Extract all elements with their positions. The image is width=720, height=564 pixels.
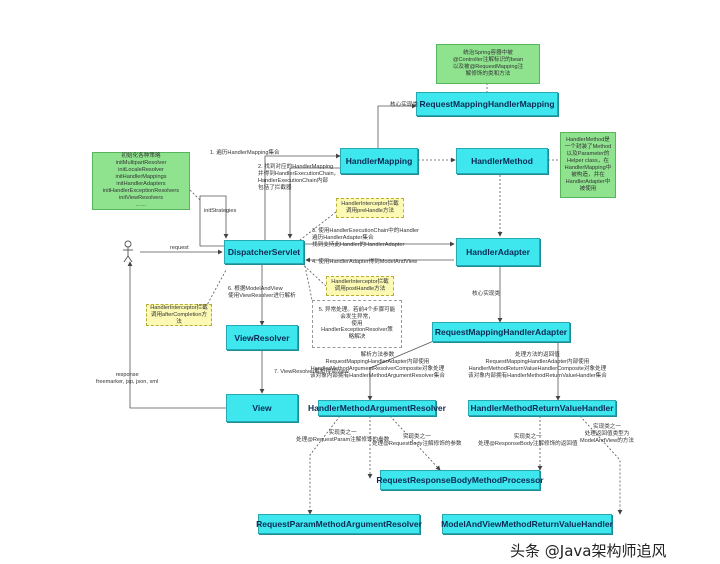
label-impl-body-arg: 实现类之一 处理@RequestBody注解修饰的参数: [372, 434, 462, 447]
handler-method-return-value-handler-box: HandlerMethodReturnValueHandler: [468, 400, 616, 416]
user-actor-icon: [123, 240, 133, 263]
label-response: response freemarker, jsp, json, xml: [96, 372, 159, 385]
handler-method-box: HandlerMethod: [456, 148, 548, 174]
request-response-body-method-processor-box: RequestResponseBodyMethodProcessor: [376, 470, 544, 490]
label-return-handle: 处理方法的返回值 RequestMappingHandlerAdapter内部使…: [468, 352, 607, 379]
label-init-strategies: initStrategies: [204, 208, 237, 214]
request-mapping-handler-mapping-box: RequestMappingHandlerMapping: [416, 92, 558, 116]
view-box: View: [226, 394, 298, 422]
label-request: request: [170, 245, 189, 251]
label-core-impl-1: 核心实现类: [390, 102, 418, 108]
handler-method-argument-resolver-box: HandlerMethodArgumentResolver: [308, 400, 446, 416]
request-mapping-handler-adapter-box: RequestMappingHandlerAdapter: [432, 322, 570, 342]
note-after-completion: HandlerInterceptor拦截 调用afterCompletion方 …: [146, 304, 212, 326]
note-exception: 5. 异常处理。若前4个步骤可能 会发生异常， 使用 HandlerExcept…: [312, 300, 402, 348]
label-arg-parse: 解析方法参数 RequestMappingHandlerAdapter内部使用 …: [310, 352, 445, 379]
view-resolver-box: ViewResolver: [226, 325, 298, 350]
label-step1: 1. 遍历HandlerMapping集合: [210, 150, 280, 156]
label-step3: 3. 使用HandlerExecutionChain中的Handler 遍历Ha…: [312, 228, 419, 248]
note-posthandle: HandlerInterceptor拦截 调用postHandle方法: [326, 276, 394, 296]
label-step2: 2. 找到对应的HandlerMapping 并得到HandlerExecuti…: [258, 164, 340, 191]
note-prehandle: HandlerInterceptor拦截 调用preHandle方法: [336, 198, 404, 218]
label-core-impl-2: 核心实现类: [472, 291, 500, 297]
handler-adapter-box: HandlerAdapter: [456, 238, 540, 266]
label-step4: 4. 使用HandlerAdapter得到ModelAndView: [312, 259, 417, 265]
model-and-view-method-return-value-handler-box: ModelAndViewMethodReturnValueHandler: [441, 514, 613, 534]
dispatcher-servlet-box: DispatcherServlet: [224, 240, 304, 264]
label-step6: 6. 根据ModelAndView 使用ViewResolver进行解析: [228, 286, 296, 299]
watermark-text: 头条 @Java架构师追风: [510, 542, 667, 560]
note-init-strategies: 初始化各种策略 initMultipartResolver initLocale…: [92, 152, 190, 210]
label-step7: 7. ViewResolver解析得到View: [274, 369, 349, 375]
note-rmhm: 统治Spring容器中被 @Controller注解标识的bean 以及被@Re…: [436, 44, 540, 84]
note-handler-method: HandlerMethod是 一个封装了Method 以及Parameter的 …: [560, 132, 616, 198]
label-impl-mav: 实现类之一 处理返回值类型为 ModelAndView的方法: [580, 424, 634, 444]
label-impl-body-ret: 实现类之一 处理@ResponseBody注解修饰的返回值: [478, 434, 578, 447]
label-impl-param: 实现类之一 处理@RequestParam注解修饰的参数: [296, 430, 390, 443]
request-param-method-argument-resolver-box: RequestParamMethodArgumentResolver: [256, 514, 422, 534]
handler-mapping-box: HandlerMapping: [340, 148, 418, 174]
